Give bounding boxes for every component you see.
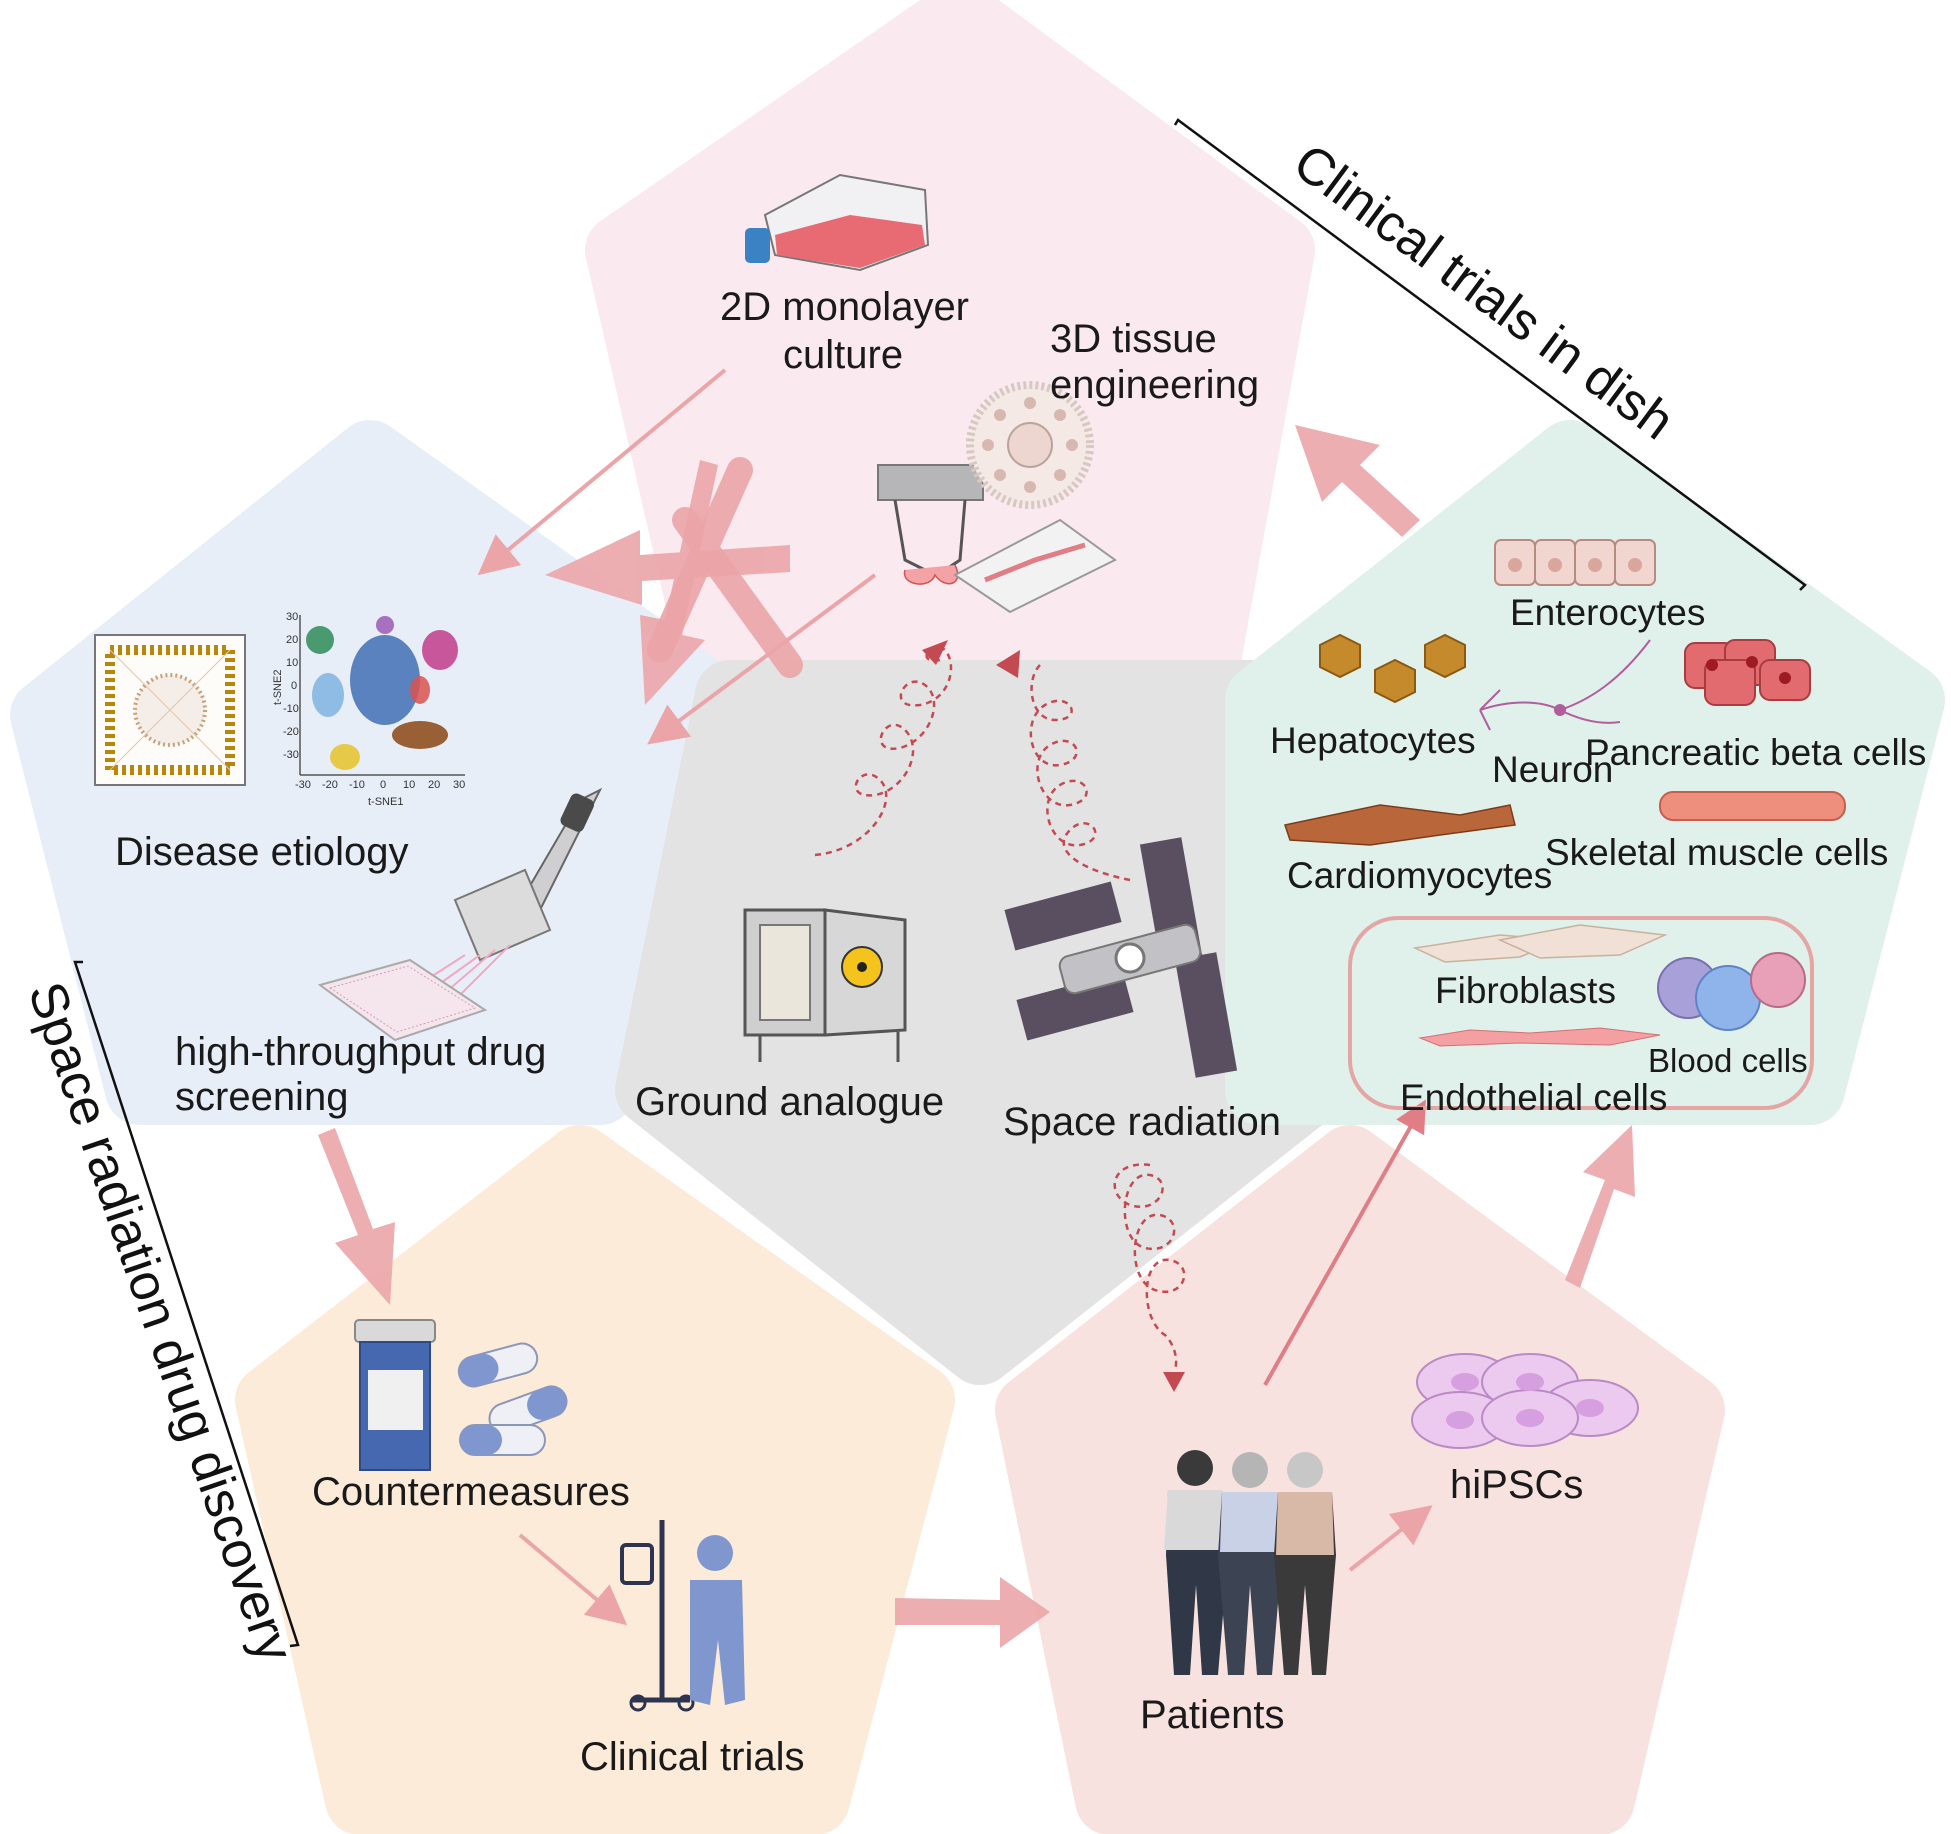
arrow-drugs-to-patients — [895, 1577, 1050, 1648]
label-clinical-trials: Clinical trials — [580, 1735, 805, 1779]
label-enterocytes: Enterocytes — [1510, 592, 1705, 633]
microfluidic-chip-icon — [953, 518, 1117, 614]
tsne-clusters — [306, 616, 458, 770]
pancreatic-beta-cells-icon — [1684, 639, 1811, 706]
bioprinter-icon — [877, 464, 984, 585]
arrow-patients-to-hipscs — [1348, 1505, 1433, 1572]
side-label-clinical-trials-in-dish: Clinical trials in dish — [1283, 133, 1685, 451]
label-blood-cells: Blood cells — [1648, 1042, 1808, 1079]
fibroblasts-icon — [1412, 924, 1668, 963]
tsne-ytick: -20 — [283, 726, 299, 738]
patient-figure — [1274, 1452, 1336, 1675]
patients-group-icon — [1164, 1450, 1336, 1675]
label-space-radiation: Space radiation — [1003, 1100, 1281, 1144]
hipscs-icon — [1411, 1353, 1639, 1449]
thin-arrows — [477, 368, 1433, 1626]
tsne-xticks: -30 -20 -10 0 10 20 30 — [295, 779, 465, 791]
patient-figure — [1164, 1450, 1228, 1675]
spiral-space-to-patients — [1113, 1163, 1186, 1371]
organoid-icon — [966, 381, 1094, 509]
bracket-top-right — [1173, 118, 1807, 591]
tsne-ytick: 20 — [286, 634, 298, 646]
capsules-icon — [457, 1342, 568, 1456]
label-hts-line2: screening — [175, 1075, 348, 1119]
pill-bottle-icon — [354, 1319, 436, 1471]
label-patients: Patients — [1140, 1693, 1285, 1737]
spiral-heads — [922, 640, 1185, 1392]
irradiator-chamber-icon — [743, 908, 907, 1062]
tsne-xtick: 0 — [380, 779, 386, 791]
multichannel-pipette-icon — [317, 787, 603, 1042]
tsne-ylabel: t-SNE2 — [272, 670, 284, 705]
blood-cells-icon — [1657, 952, 1806, 1031]
microelectrode-array-icon — [94, 634, 246, 786]
label-3d-engineering: engineering — [1050, 363, 1259, 407]
arrow-2d-to-etiology — [477, 368, 727, 576]
endothelial-cells-icon — [1418, 1027, 1661, 1047]
culture-flask-icon — [745, 173, 930, 272]
tsne-xlabel: t-SNE1 — [368, 796, 403, 808]
cardiomyocytes-icon — [1284, 804, 1516, 846]
tsne-ytick: 0 — [291, 680, 297, 692]
enterocytes-icon — [1494, 539, 1656, 586]
label-disease-etiology: Disease etiology — [115, 830, 409, 874]
arrow-etiology-to-drugs — [318, 1128, 395, 1305]
label-neuron: Neuron — [1492, 749, 1613, 790]
tsne-xtick: 20 — [428, 779, 440, 791]
tsne-ytick: 30 — [286, 611, 298, 623]
label-countermeasures: Countermeasures — [312, 1470, 630, 1514]
arrow-3d-to-etiology — [647, 573, 877, 745]
neuron-icon — [1479, 639, 1651, 731]
label-2d-monolayer: 2D monolayer — [720, 285, 969, 329]
label-hts-line1: high-throughput drug — [175, 1030, 546, 1074]
tsne-yticks: 30 20 10 0 -10 -20 -30 — [283, 611, 299, 761]
label-endothelial-cells: Endothelial cells — [1400, 1077, 1667, 1118]
label-ground-analogue: Ground analogue — [635, 1080, 944, 1124]
label-3d-tissue: 3D tissue — [1050, 317, 1217, 361]
arrow-hipscs-to-cells — [1565, 1125, 1635, 1288]
arrow-countermeasures-to-trials — [518, 1533, 628, 1626]
bracket-left — [73, 960, 300, 1648]
tsne-ytick: 10 — [286, 657, 298, 669]
arrow-culture-to-etiology-left — [545, 530, 790, 605]
blood-niche-box — [1348, 916, 1814, 1110]
skeletal-muscle-cells-icon — [1659, 791, 1846, 821]
tsne-ytick: -10 — [283, 703, 299, 715]
iv-patient-icon — [620, 1520, 745, 1712]
label-hipscs: hiPSCs — [1450, 1463, 1583, 1507]
tsne-xtick: 10 — [403, 779, 415, 791]
radiation-spirals — [814, 645, 1186, 1371]
tsne-ytick: -30 — [283, 749, 299, 761]
arrow-cells-to-culture — [1295, 425, 1420, 537]
label-skeletal-muscle-cells: Skeletal muscle cells — [1545, 832, 1888, 873]
tsne-xtick: -10 — [349, 779, 365, 791]
tsne-plot: t-SNE1 t-SNE2 -30 -20 -10 0 10 20 30 30 … — [272, 611, 465, 808]
cross-mark — [647, 457, 803, 678]
tsne-xtick: 30 — [453, 779, 465, 791]
panel-patients-bg — [995, 1125, 1725, 1834]
label-fibroblasts: Fibroblasts — [1435, 970, 1616, 1011]
spiral-ground-to-culture — [814, 645, 953, 857]
label-pancreatic-beta-cells: Pancreatic beta cells — [1585, 732, 1926, 773]
label-hepatocytes: Hepatocytes — [1270, 720, 1476, 761]
label-cardiomyocytes: Cardiomyocytes — [1287, 855, 1552, 896]
panel-cells-bg — [1225, 420, 1945, 1125]
label-2d-culture: culture — [783, 333, 903, 377]
hepatocytes-icon — [1319, 633, 1466, 704]
tsne-xtick: -30 — [295, 779, 311, 791]
patient-figure — [1218, 1452, 1282, 1675]
tsne-xtick: -20 — [322, 779, 338, 791]
space-station-icon — [1004, 837, 1238, 1078]
arrow-patients-to-cells — [1263, 1099, 1426, 1386]
